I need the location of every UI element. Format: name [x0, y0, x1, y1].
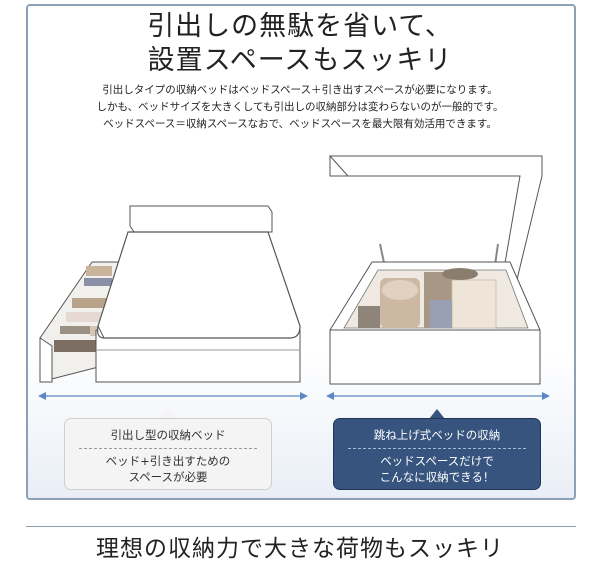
right-callout-divider: [348, 448, 526, 449]
right-callout: 跳ね上げ式ベッドの収納 ベッドスペースだけで こんなに収納できる！: [333, 418, 541, 490]
left-callout-pointer: [160, 409, 176, 419]
left-callout-title: 引出し型の収納ベッド: [110, 428, 226, 442]
left-callout-divider: [79, 448, 257, 449]
right-callout-title: 跳ね上げ式ベッドの収納: [373, 428, 501, 442]
description-line-1: 引出しタイプの収納ベッドはベッドスペース＋引き出すスペースが必要になります。: [102, 84, 498, 96]
description-line-3: ベッドスペース＝収納スペースなおで、ベッドスペースを最大限有効活用できます。: [103, 118, 497, 130]
description-line-2: しかも、ベッドサイズを大きくしても引出しの収納部分は変わらないのが一般的です。: [96, 101, 504, 113]
section-divider: [26, 526, 576, 527]
headline: 引出しの無駄を省いて、 設置スペースもスッキリ: [0, 10, 600, 78]
right-callout-body-line-2: こんなに収納できる！: [379, 470, 495, 484]
footer-headline: 理想の収納力で大きな荷物もスッキリ: [96, 536, 504, 562]
right-callout-body: ベッドスペースだけで こんなに収納できる！: [334, 453, 540, 485]
bed-illustrations: [38, 155, 550, 400]
dimension-arrow: [38, 392, 550, 400]
comparison-panel: [26, 4, 576, 500]
left-callout-body-line-1: ベッド+引き出すための: [105, 454, 231, 468]
lift-up-bed-illustration: [328, 155, 543, 385]
left-callout-body: ベッド+引き出すための スペースが必要: [65, 453, 271, 485]
headline-line-1: 引出しの無駄を省いて、: [147, 11, 453, 42]
description: 引出しタイプの収納ベッドはベッドスペース＋引き出すスペースが必要になります。 し…: [0, 82, 600, 133]
right-callout-pointer: [429, 409, 445, 419]
left-callout-body-line-2: スペースが必要: [128, 470, 208, 484]
drawer-bed-illustration: [39, 205, 301, 383]
left-callout: 引出し型の収納ベッド ベッド+引き出すための スペースが必要: [64, 418, 272, 490]
right-callout-body-line-1: ベッドスペースだけで: [380, 454, 494, 468]
headline-line-2: 設置スペースもスッキリ: [147, 45, 453, 76]
